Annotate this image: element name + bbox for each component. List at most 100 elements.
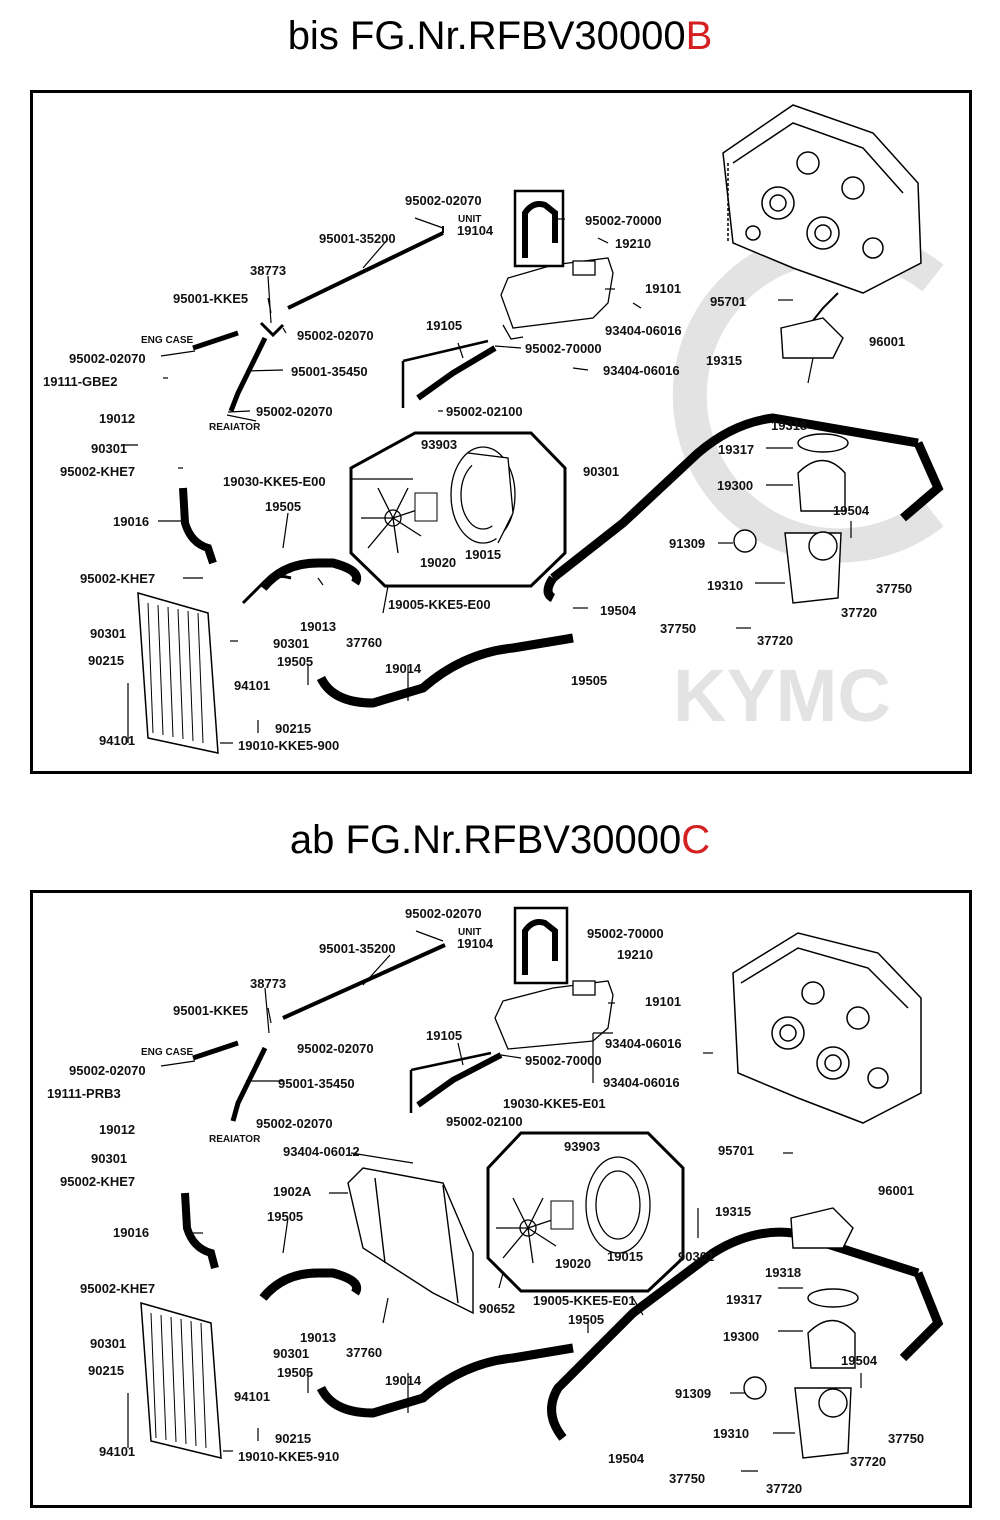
label-90301-c: 90301: [90, 626, 126, 641]
label-unit: UNIT: [458, 214, 481, 225]
label-37750-a: 37750: [888, 1431, 924, 1446]
leader-lines-top: [121, 217, 852, 744]
fan-motor: [550, 1200, 574, 1230]
label-19020: 19020: [555, 1256, 591, 1271]
label-19505-a: 19505: [267, 1209, 303, 1224]
label-19013: 19013: [300, 619, 336, 634]
label-19210: 19210: [617, 947, 653, 962]
label-95002-02070-b: 95002-02070: [297, 328, 374, 343]
label-94101-b: 94101: [99, 1444, 135, 1459]
label-19104: 19104: [457, 223, 494, 238]
label-95002-02070-d: 95002-02070: [256, 1116, 333, 1131]
breather-hoses: [192, 943, 446, 1122]
label-37750-b: 37750: [660, 621, 696, 636]
label-95002-02070-a: 95002-02070: [405, 193, 482, 208]
diagram-panel-top: KYMC: [30, 90, 972, 774]
label-19015: 19015: [465, 547, 501, 562]
label-90301-b: 90301: [678, 1249, 714, 1264]
label-91309: 91309: [675, 1386, 711, 1401]
label-95002-02100: 95002-02100: [446, 1114, 523, 1129]
label-19504-b: 19504: [608, 1451, 645, 1466]
label-19318: 19318: [771, 418, 807, 433]
label-19030: 19030-KKE5-E01: [503, 1096, 606, 1111]
label-19317: 19317: [718, 442, 754, 457]
label-19105: 19105: [426, 1028, 462, 1043]
label-19014: 19014: [385, 661, 422, 676]
label-37720-b: 37720: [757, 633, 793, 648]
label-37720-b: 37720: [766, 1481, 802, 1496]
label-19005: 19005-KKE5-E00: [388, 597, 491, 612]
label-95001-kke5: 95001-KKE5: [173, 1003, 248, 1018]
label-95002-khe7-b: 95002-KHE7: [80, 571, 155, 586]
label-90301-b: 90301: [583, 464, 619, 479]
label-90301-d: 90301: [273, 636, 309, 651]
fan-blade: [361, 487, 424, 554]
label-90652: 90652: [479, 1301, 515, 1316]
label-95001-35450: 95001-35450: [291, 364, 368, 379]
radiator-hoses: [179, 292, 944, 708]
fan-motor: [414, 492, 438, 522]
heading-bottom-suffix: C: [681, 818, 711, 862]
label-19315: 19315: [706, 353, 742, 368]
fan-shroud-1902a: [347, 1167, 474, 1315]
fan-assembly-frame: [349, 431, 567, 588]
label-19105: 19105: [426, 318, 462, 333]
parts-diagram-top: KYMC: [43, 104, 944, 754]
label-95002-70000-b: 95002-70000: [525, 1053, 602, 1068]
label-19005: 19005-KKE5-E01: [533, 1293, 636, 1308]
fan-shroud: [585, 1156, 651, 1254]
label-90301-a: 90301: [91, 1151, 127, 1166]
label-19505-c: 19505: [277, 1365, 313, 1380]
label-95002-khe7-b: 95002-KHE7: [80, 1281, 155, 1296]
breather-hoses: [192, 226, 444, 412]
label-94101-b: 94101: [99, 733, 135, 748]
heading-top-prefix: bis FG.Nr.RFBV30000: [287, 14, 686, 58]
label-93404-06016-a: 93404-06016: [605, 323, 682, 338]
reservoir-tank: [494, 980, 614, 1050]
label-93404-06016-a: 93404-06016: [605, 1036, 682, 1051]
label-19210: 19210: [615, 236, 651, 251]
label-19504-a: 19504: [833, 503, 870, 518]
label-19010: 19010-KKE5-900: [238, 738, 339, 753]
heading-top: bis FG.Nr.RFBV30000B: [0, 14, 1000, 59]
label-eng-case: ENG CASE: [141, 1047, 194, 1058]
hose-19105-bracket: [401, 339, 489, 408]
label-37760: 37760: [346, 635, 382, 650]
label-19504-a: 19504: [841, 1353, 878, 1368]
label-38773: 38773: [250, 263, 286, 278]
label-19104: 19104: [457, 936, 494, 951]
label-19310: 19310: [707, 578, 743, 593]
label-90215-b: 90215: [275, 1431, 311, 1446]
label-95002-70000-a: 95002-70000: [585, 213, 662, 228]
heading-bottom-prefix: ab FG.Nr.RFBV30000: [289, 818, 682, 862]
label-19300: 19300: [723, 1329, 759, 1344]
radiator: [137, 591, 219, 754]
fan-assembly-frame: [486, 1131, 685, 1293]
leader-lines-bottom: [127, 930, 862, 1472]
label-95002-70000-a: 95002-70000: [587, 926, 664, 941]
label-95001-35200: 95001-35200: [319, 941, 396, 956]
label-19317: 19317: [726, 1292, 762, 1307]
label-94101-a: 94101: [234, 1389, 270, 1404]
cylinder-head: [732, 932, 922, 1124]
label-95002-02070-c: 95002-02070: [69, 351, 146, 366]
label-19504-b: 19504: [600, 603, 637, 618]
label-95002-02070-c: 95002-02070: [69, 1063, 146, 1078]
label-37720-a: 37720: [841, 605, 877, 620]
label-19111: 19111-PRB3: [47, 1086, 121, 1101]
heading-bottom: ab FG.Nr.RFBV30000C: [0, 818, 1000, 863]
label-91309: 91309: [669, 536, 705, 551]
label-95002-02100: 95002-02100: [446, 404, 523, 419]
label-95001-kke5: 95001-KKE5: [173, 291, 248, 306]
cylinder-head: [722, 104, 922, 294]
label-19010: 19010-KKE5-910: [238, 1449, 339, 1464]
label-37760: 37760: [346, 1345, 382, 1360]
label-reaiator: REAIATOR: [209, 1134, 261, 1145]
label-95002-70000-b: 95002-70000: [525, 341, 602, 356]
label-93903: 93903: [421, 437, 457, 452]
label-93404-06012: 93404-06012: [283, 1144, 360, 1159]
label-95002-02070-d: 95002-02070: [256, 404, 333, 419]
label-95002-02070-b: 95002-02070: [297, 1041, 374, 1056]
fan-blade: [496, 1197, 559, 1264]
hose-19104: [522, 201, 558, 258]
